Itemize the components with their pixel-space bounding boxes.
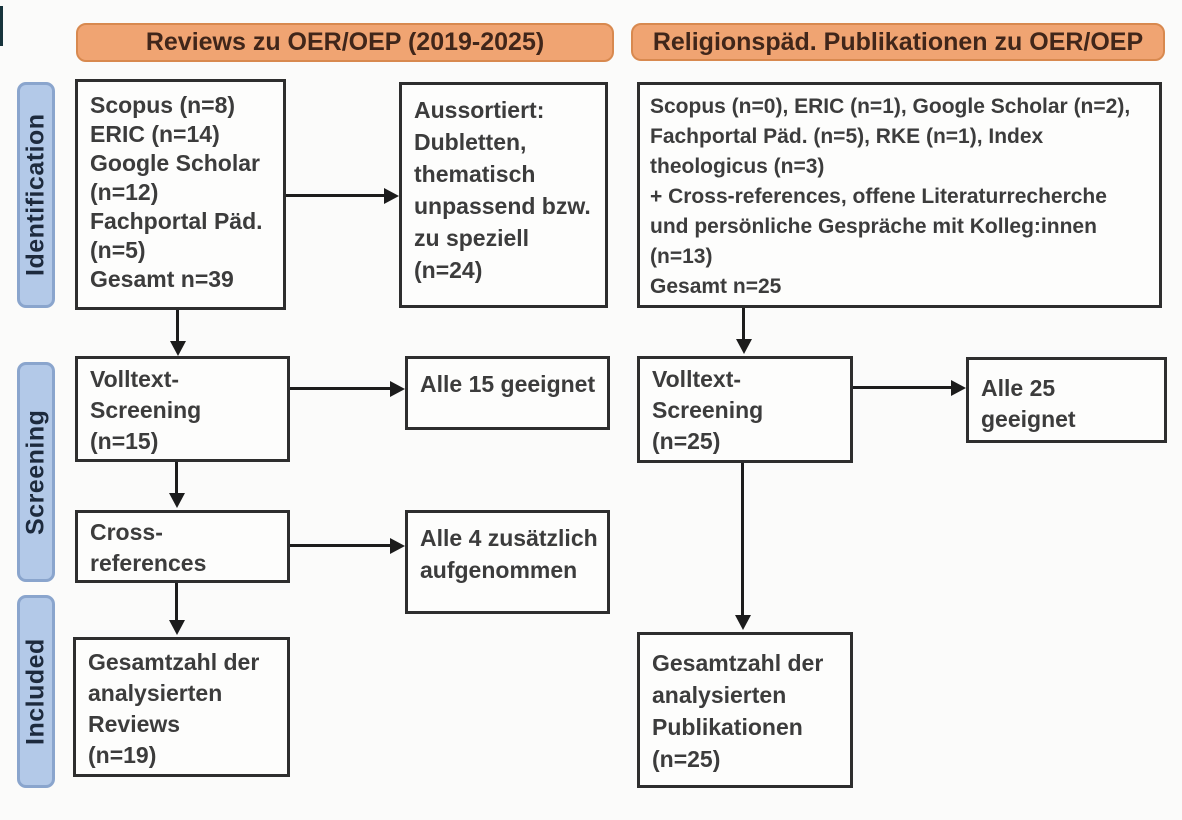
arrow-head	[169, 341, 186, 356]
arrow-head	[168, 493, 185, 508]
box-left-sources: Scopus (n=8) ERIC (n=14) Google Scholar …	[75, 79, 286, 310]
box-left-excluded-text: Aussortiert: Dubletten, thematisch unpas…	[414, 97, 591, 283]
box-right-fulltext-result: Alle 25 geeignet	[966, 357, 1167, 443]
box-left-fulltext-screening: Volltext- Screening (n=15)	[75, 356, 290, 462]
arrow-head	[734, 615, 751, 630]
box-left-crossref-text: Cross-references (n=4)	[90, 519, 207, 576]
box-left-crossref-result: Alle 4 zusätzlich aufgenommen	[405, 510, 610, 614]
arrow-head	[168, 620, 185, 635]
box-left-sources-text: Scopus (n=8) ERIC (n=14) Google Scholar …	[90, 92, 263, 292]
arrow-left-crossref-down	[168, 583, 185, 635]
box-right-fulltext-screening-text: Volltext- Screening (n=25)	[652, 366, 764, 454]
box-left-fulltext-result-text: Alle 15 geeignet	[420, 371, 596, 397]
arrow-left-fulltext-to-result	[290, 380, 405, 397]
box-left-crossref-result-text: Alle 4 zusätzlich aufgenommen	[420, 525, 598, 583]
arrow-shaft	[176, 310, 179, 343]
column-header-religionspaed: Religionspäd. Publikationen zu OER/OEP	[631, 23, 1165, 61]
arrow-right-fulltext-to-result	[853, 379, 966, 396]
stage-tab-included: Included	[17, 595, 55, 788]
arrow-shaft	[175, 462, 178, 495]
arrow-left-crossref-to-result	[290, 537, 405, 554]
box-right-fulltext-result-text: Alle 25 geeignet	[981, 375, 1076, 432]
arrow-left-sources-down	[169, 310, 186, 356]
arrow-right-fulltext-down	[734, 463, 751, 630]
column-header-reviews: Reviews zu OER/OEP (2019-2025)	[76, 23, 614, 62]
arrow-shaft	[853, 386, 953, 389]
arrow-head	[735, 339, 752, 354]
stage-tab-identification-label: Identification	[21, 113, 50, 277]
column-header-reviews-label: Reviews zu OER/OEP (2019-2025)	[145, 28, 545, 56]
arrow-left-fulltext-down	[168, 462, 185, 508]
arrow-shaft	[290, 387, 392, 390]
arrow-head	[951, 379, 966, 396]
arrow-shaft	[286, 194, 386, 197]
arrow-shaft	[742, 308, 745, 341]
stage-tab-identification: Identification	[17, 82, 55, 308]
box-left-fulltext-screening-text: Volltext- Screening (n=15)	[90, 366, 202, 454]
arrow-head	[390, 380, 405, 397]
arrow-left-sources-to-excluded	[286, 187, 399, 204]
box-right-sources: Scopus (n=0), ERIC (n=1), Google Scholar…	[637, 82, 1162, 308]
stage-tab-included-label: Included	[21, 638, 50, 745]
box-left-fulltext-result: Alle 15 geeignet	[405, 356, 610, 430]
arrow-head	[390, 537, 405, 554]
column-header-religionspaed-label: Religionspäd. Publikationen zu OER/OEP	[652, 27, 1144, 56]
box-right-included: Gesamtzahl der analysierten Publikatione…	[637, 632, 853, 788]
arrow-shaft	[290, 544, 392, 547]
box-left-excluded: Aussortiert: Dubletten, thematisch unpas…	[399, 82, 608, 308]
box-right-included-text: Gesamtzahl der analysierten Publikatione…	[652, 650, 824, 772]
box-left-included: Gesamtzahl der analysierten Reviews (n=1…	[73, 637, 290, 777]
arrow-head	[384, 187, 399, 204]
box-left-crossref: Cross-references (n=4)	[75, 510, 290, 583]
box-right-sources-text: Scopus (n=0), ERIC (n=1), Google Scholar…	[650, 95, 1131, 298]
arrow-shaft	[741, 463, 744, 617]
arrow-shaft	[175, 583, 178, 622]
box-left-included-text: Gesamtzahl der analysierten Reviews (n=1…	[88, 649, 260, 768]
stage-tab-screening-label: Screening	[21, 409, 50, 535]
stage-tab-screening: Screening	[17, 362, 55, 582]
box-right-fulltext-screening: Volltext- Screening (n=25)	[637, 356, 853, 463]
scan-artifact	[0, 6, 3, 46]
arrow-right-sources-down	[735, 308, 752, 354]
